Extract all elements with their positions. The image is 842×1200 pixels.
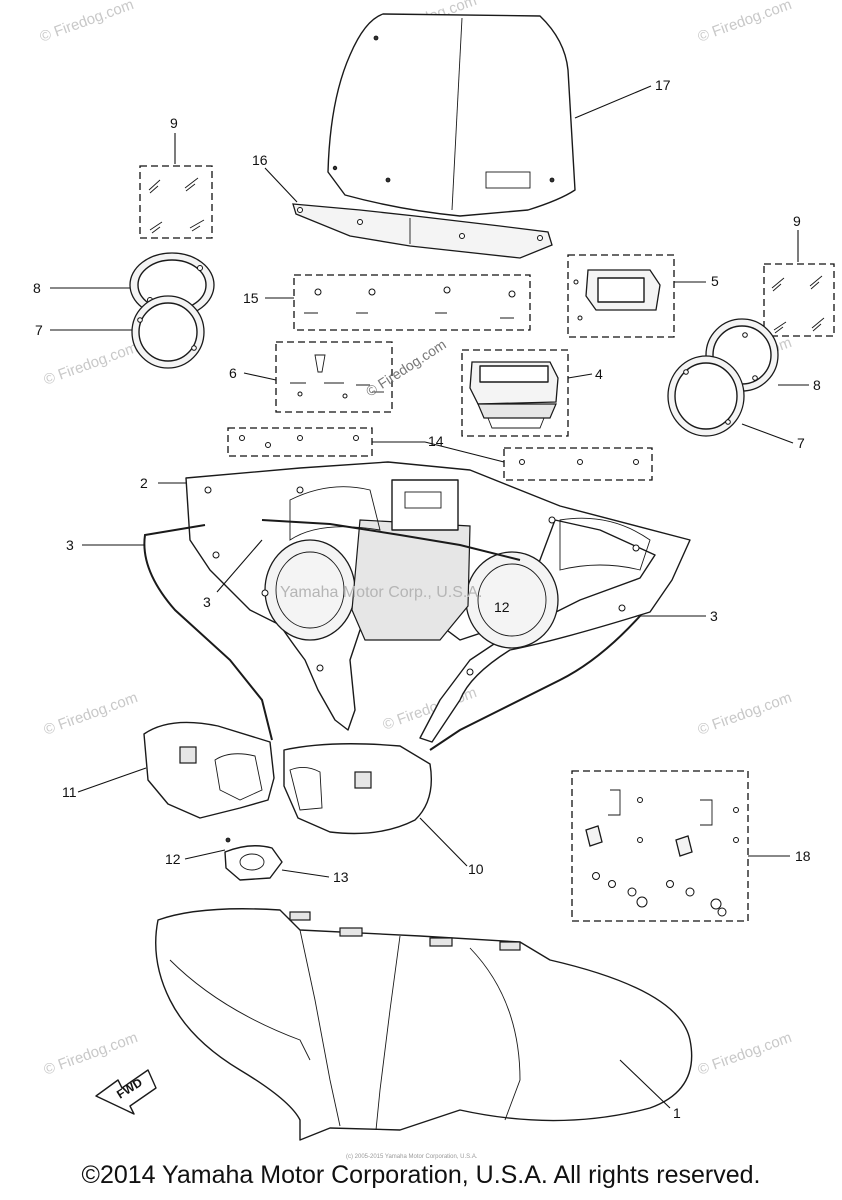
watermark: © Firedog.com <box>42 689 140 739</box>
watermark: © Firedog.com <box>696 689 794 739</box>
fastener-set-6 <box>275 341 393 413</box>
callout-15: 15 <box>243 290 259 306</box>
inner-fairing <box>185 461 691 743</box>
watermark: © Firedog.com <box>42 1029 140 1079</box>
callout-12-upper: 12 <box>494 599 510 615</box>
headlight-rings-left <box>129 252 215 369</box>
watermark: © Firedog.com <box>696 0 794 46</box>
leader-lines <box>50 85 809 1109</box>
bolt-set-15 <box>293 274 531 331</box>
audio-unit <box>461 349 569 437</box>
callout-3-left: 3 <box>66 537 74 553</box>
center-watermark: Yamaha Motor Corp., U.S.A. <box>280 584 482 601</box>
callout-7-left: 7 <box>35 322 43 338</box>
outer-fairing <box>155 908 693 1141</box>
callout-2: 2 <box>140 475 148 491</box>
callout-9-left: 9 <box>170 115 178 131</box>
callout-1: 1 <box>673 1105 681 1121</box>
left-pocket <box>143 721 275 819</box>
callout-8-right: 8 <box>813 377 821 393</box>
callout-12-lower: 12 <box>165 851 181 867</box>
callout-14: 14 <box>428 433 444 449</box>
callout-3-center: 3 <box>203 594 211 610</box>
callout-8-left: 8 <box>33 280 41 296</box>
callout-18: 18 <box>795 848 811 864</box>
callout-9-right: 9 <box>793 213 801 229</box>
callout-4: 4 <box>595 366 603 382</box>
right-pocket <box>283 743 433 835</box>
callout-3-right: 3 <box>710 608 718 624</box>
mounting-kit-18 <box>571 770 749 922</box>
screw-set-right <box>763 263 835 337</box>
callout-10: 10 <box>468 861 484 877</box>
callout-11: 11 <box>62 784 77 800</box>
callout-5: 5 <box>711 273 719 289</box>
watermark: © Firedog.com <box>38 0 136 46</box>
headlight-rings-right <box>667 318 779 437</box>
callout-13: 13 <box>333 869 349 885</box>
windshield <box>327 13 576 217</box>
callout-17: 17 <box>655 77 671 93</box>
weatherstrip <box>143 519 641 751</box>
watermark: © Firedog.com <box>696 1029 794 1079</box>
copyright-notice: ©2014 Yamaha Motor Corporation, U.S.A. A… <box>81 1161 761 1189</box>
tiny-notice: (c) 2005-2015 Yamaha Motor Corporation, … <box>346 1154 478 1160</box>
windshield-trim <box>292 203 553 259</box>
bracket <box>224 837 283 881</box>
inline-watermark: © Firedog.com <box>363 336 449 400</box>
screw-set-left <box>139 165 213 239</box>
forward-direction-arrow: FWD <box>95 1069 157 1115</box>
callout-6: 6 <box>229 365 237 381</box>
callout-labels: 17 16 9 9 8 8 7 7 15 5 6 4 14 2 3 3 3 12… <box>33 77 821 1121</box>
watermark: © Firedog.com <box>42 339 140 389</box>
callout-7-right: 7 <box>797 435 805 451</box>
callout-16: 16 <box>252 152 268 168</box>
display-unit <box>567 254 675 338</box>
